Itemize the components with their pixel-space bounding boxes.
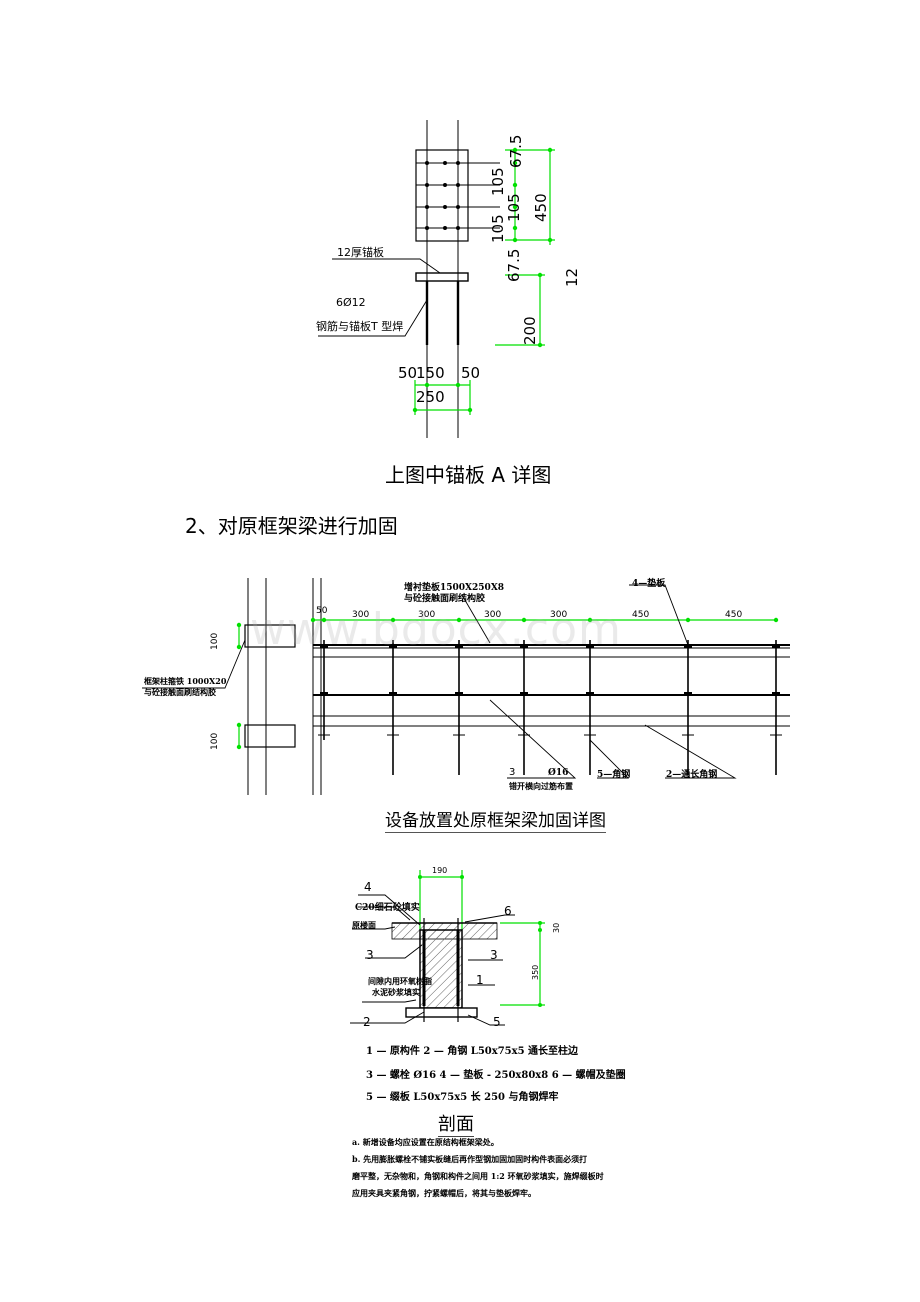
- label-3-right: 3: [490, 948, 498, 962]
- label-gap-2: 水泥砂浆填实: [372, 987, 420, 997]
- beam-strengthening-drawing: [142, 578, 790, 795]
- note-b: b. 先用膨胀螺栓不铺实板缝后再作型钢加固加固时构件表面必须打: [352, 1154, 588, 1164]
- bolt-label-num: 3: [509, 767, 516, 778]
- note-a: a. 新增设备均应设置在原结构框架梁处。: [352, 1137, 499, 1147]
- dim-top-4: 300: [550, 610, 568, 620]
- steel-plate-label: 增衬垫板1500X250X8: [404, 583, 505, 593]
- dim-30: 30: [552, 922, 561, 933]
- bolt-label-sub: 错开横向过筋布置: [509, 781, 573, 791]
- long-angle-label: 2—通长角钢: [666, 770, 718, 780]
- label-1: 1: [476, 973, 484, 987]
- notes: a. 新增设备均应设置在原结构框架梁处。 b. 先用膨胀螺栓不铺实板缝后再作型钢…: [352, 1134, 604, 1202]
- section-drawing: [350, 870, 545, 1026]
- note-b-3: 应用夹具夹紧角钢，拧紧螺帽后，将其与垫板焊牢。: [352, 1188, 536, 1198]
- bolt-label-dia: Ø16: [548, 768, 569, 778]
- note-b-2: 磨平整，无杂物和，角钢和构件之间用 1:2 环氧砂浆填实，施焊缀板时: [352, 1171, 604, 1181]
- anchor-plate-drawing: [318, 120, 555, 438]
- label-floor: 原楼面: [352, 920, 376, 930]
- shim-label: 4—垫板: [632, 579, 666, 589]
- label-2: 2: [363, 1015, 371, 1029]
- dim-350: 350: [531, 964, 540, 980]
- dim-50-right: 50: [461, 364, 481, 382]
- steel-plate-sub: 与砼接触面刷结构胶: [404, 594, 486, 604]
- figure1-caption: 上图中锚板 A 详图: [385, 463, 552, 487]
- dim-190: 190: [432, 866, 448, 875]
- angle-label: 5—角钢: [597, 770, 631, 780]
- dim-top-2: 300: [418, 610, 436, 620]
- label-6: 6: [504, 904, 512, 918]
- dim-top-5: 450: [632, 610, 650, 620]
- label-3-left: 3: [366, 948, 374, 962]
- figure2-caption: 设备放置处原框架梁加固详图: [385, 806, 606, 833]
- dim-150: 150: [416, 364, 445, 382]
- dim-top-6: 450: [725, 610, 743, 620]
- dim-top-1: 300: [352, 610, 370, 620]
- dim-250: 250: [416, 388, 445, 406]
- anchor-plate-label: 12厚锚板: [337, 246, 384, 259]
- column-hoop-label: 框架柱箍铁 1000X20: [144, 676, 227, 686]
- rebar-label: 6Ø12: [336, 296, 366, 309]
- weld-label: 钢筋与锚板T 型焊: [316, 320, 404, 333]
- legend-line-1: 1 — 原构件 2 — 角钢 L50x75x5 通长至柱边: [366, 1046, 579, 1057]
- label-gap-1: 间隙内用环氧树脂: [368, 976, 432, 986]
- legend-line-2: 3 — 螺栓 Ø16 4 — 垫板 - 250x80x8 6 — 螺帽及垫圈: [366, 1070, 626, 1081]
- legend-line-3: 5 — 缀板 L50x75x5 长 250 与角钢焊牢: [366, 1092, 559, 1103]
- dim-50-left: 50: [398, 364, 418, 382]
- dim-top-3: 300: [484, 610, 502, 620]
- label-4: 4: [364, 880, 372, 894]
- figure3-caption: 剖面: [438, 1110, 474, 1137]
- column-hoop-sub: 与砼接触面刷结构胶: [144, 687, 216, 697]
- section-heading: 2、对原框架梁进行加固: [185, 514, 398, 538]
- label-c20: C20细石砼填实: [355, 903, 420, 913]
- label-5: 5: [493, 1015, 501, 1029]
- watermark: www.bdocx.com: [250, 604, 622, 655]
- dim-top-0: 50: [316, 606, 328, 616]
